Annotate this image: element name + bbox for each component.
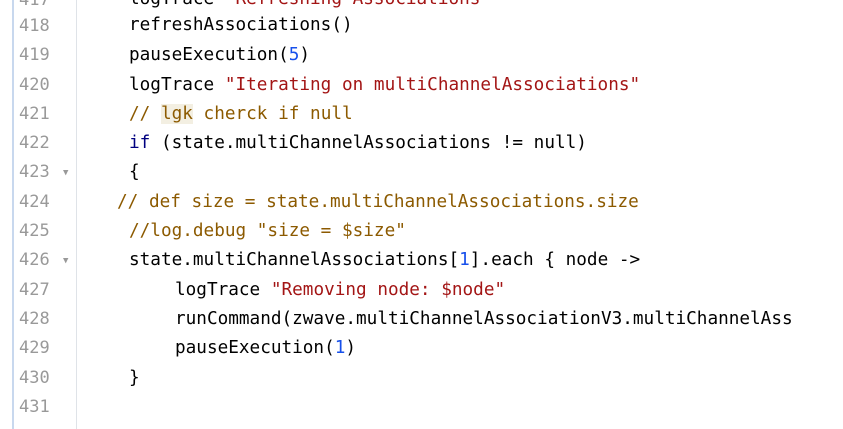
fold-arrow-icon[interactable]: ▼: [63, 256, 69, 266]
code-line[interactable]: //log.debug "size = $size": [129, 221, 406, 241]
code-line[interactable]: }: [129, 368, 140, 388]
line-number: 427: [19, 280, 50, 300]
line-number: 417: [19, 0, 50, 10]
line-number-gutter: 417 418 419 420 421 422 423 ▼ 424 425 42…: [0, 0, 77, 429]
line-number: 426: [19, 250, 50, 270]
code-editor[interactable]: logTrace "Refreshing Associations" refre…: [77, 0, 843, 429]
line-number: 429: [19, 338, 50, 358]
line-number: 430: [19, 368, 50, 388]
code-line[interactable]: logTrace "Refreshing Associations": [129, 0, 491, 14]
line-number: 431: [19, 397, 50, 417]
code-line[interactable]: pauseExecution(5): [129, 45, 311, 65]
line-number: 428: [19, 309, 50, 329]
code-line[interactable]: logTrace "Iterating on multiChannelAssoc…: [129, 75, 641, 95]
code-line[interactable]: refreshAssociations(): [129, 15, 353, 35]
line-number: 418: [19, 16, 50, 36]
line-number: 424: [19, 192, 50, 212]
line-number: 423: [19, 162, 50, 182]
line-number: 419: [19, 45, 50, 65]
code-line[interactable]: // def size = state.multiChannelAssociat…: [117, 192, 639, 212]
code-line[interactable]: pauseExecution(1): [175, 338, 357, 358]
code-line[interactable]: if (state.multiChannelAssociations != nu…: [129, 133, 587, 153]
line-number: 425: [19, 221, 50, 241]
code-line[interactable]: runCommand(zwave.multiChannelAssociation…: [175, 309, 793, 329]
line-number: 422: [19, 133, 50, 153]
gutter-change-bar: [12, 0, 14, 429]
code-line[interactable]: // lgk cherck if null: [129, 104, 353, 124]
code-line[interactable]: state.multiChannelAssociations[1].each {…: [129, 250, 641, 270]
line-number: 421: [19, 104, 50, 124]
code-line[interactable]: logTrace "Removing node: $node": [175, 280, 506, 300]
code-line[interactable]: {: [129, 162, 140, 182]
line-number: 420: [19, 75, 50, 95]
fold-arrow-icon[interactable]: ▼: [63, 168, 69, 178]
